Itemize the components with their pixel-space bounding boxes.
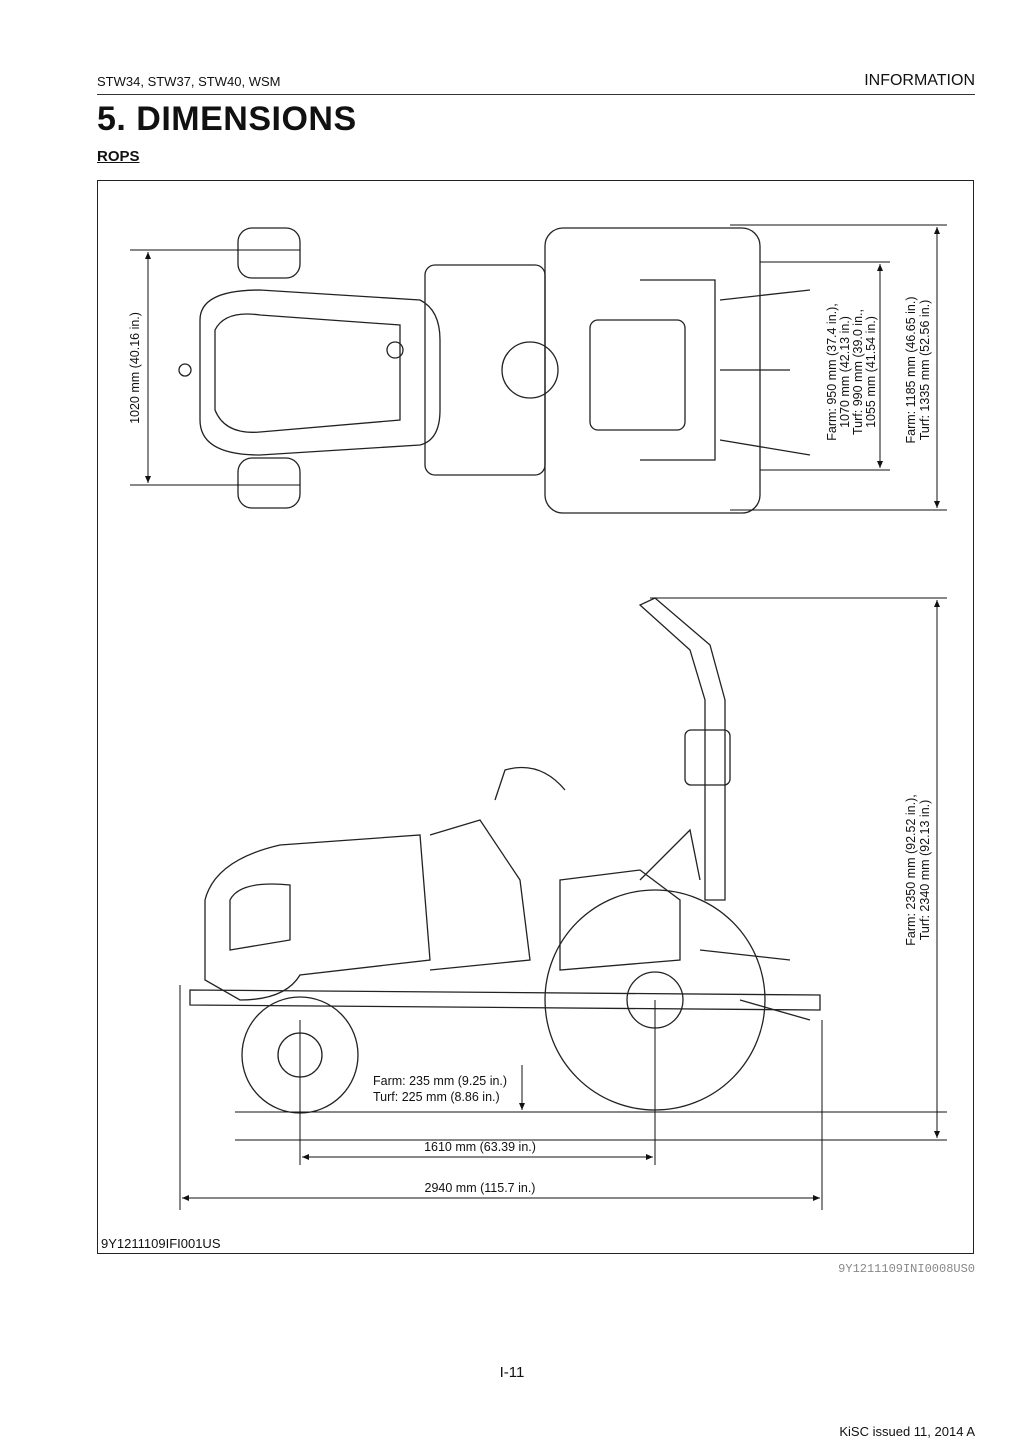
tractor-side-view [189, 597, 821, 1114]
wheelbase-label: 1610 mm (63.39 in.) [424, 1140, 536, 1154]
rear-tread-line: 1070 mm (42.13 in.) [838, 316, 852, 428]
overall-height-label: Farm: 2350 mm (92.52 in.), Turf: 2340 mm… [904, 794, 932, 945]
header-models: STW34, STW37, STW40, WSM [97, 74, 281, 89]
overall-width-line: Turf: 1335 mm (52.56 in.) [918, 300, 932, 441]
overall-width-label: Farm: 1185 mm (46.65 in.) Turf: 1335 mm … [904, 296, 932, 443]
issue-info: KiSC issued 11, 2014 A [839, 1424, 975, 1439]
header-divider [97, 94, 975, 95]
overall-height-line: Turf: 2340 mm (92.13 in.) [918, 800, 932, 941]
figure-code: 9Y1211109IFI001US [101, 1236, 221, 1251]
overall-length-label: 2940 mm (115.7 in.) [425, 1181, 536, 1195]
header-section: INFORMATION [864, 72, 975, 89]
rear-tread-line: Turf: 990 mm (39.0 in., [851, 309, 865, 435]
rear-tread-line: Farm: 950 mm (37.4 in.), [825, 303, 839, 441]
ground-clearance-line: Turf: 225 mm (8.86 in.) [373, 1090, 500, 1104]
rear-tread-label: Farm: 950 mm (37.4 in.), 1070 mm (42.13 … [825, 303, 878, 441]
ground-clearance-line: Farm: 235 mm (9.25 in.) [373, 1074, 507, 1088]
overall-width-line: Farm: 1185 mm (46.65 in.) [904, 296, 918, 443]
page-title: 5. DIMENSIONS [97, 100, 357, 138]
rear-tread-line: 1055 mm (41.54 in.) [864, 316, 878, 428]
section-subtitle: ROPS [97, 148, 140, 165]
figure-frame [97, 180, 974, 1254]
page-number: I-11 [499, 1364, 525, 1381]
tractor-top-view [178, 227, 811, 514]
reference-code: 9Y1211109INI0008US0 [838, 1262, 975, 1276]
front-tread-label: 1020 mm (40.16 in.) [128, 312, 142, 424]
dimension-lines [130, 224, 947, 1210]
overall-height-line: Farm: 2350 mm (92.52 in.), [904, 794, 918, 945]
